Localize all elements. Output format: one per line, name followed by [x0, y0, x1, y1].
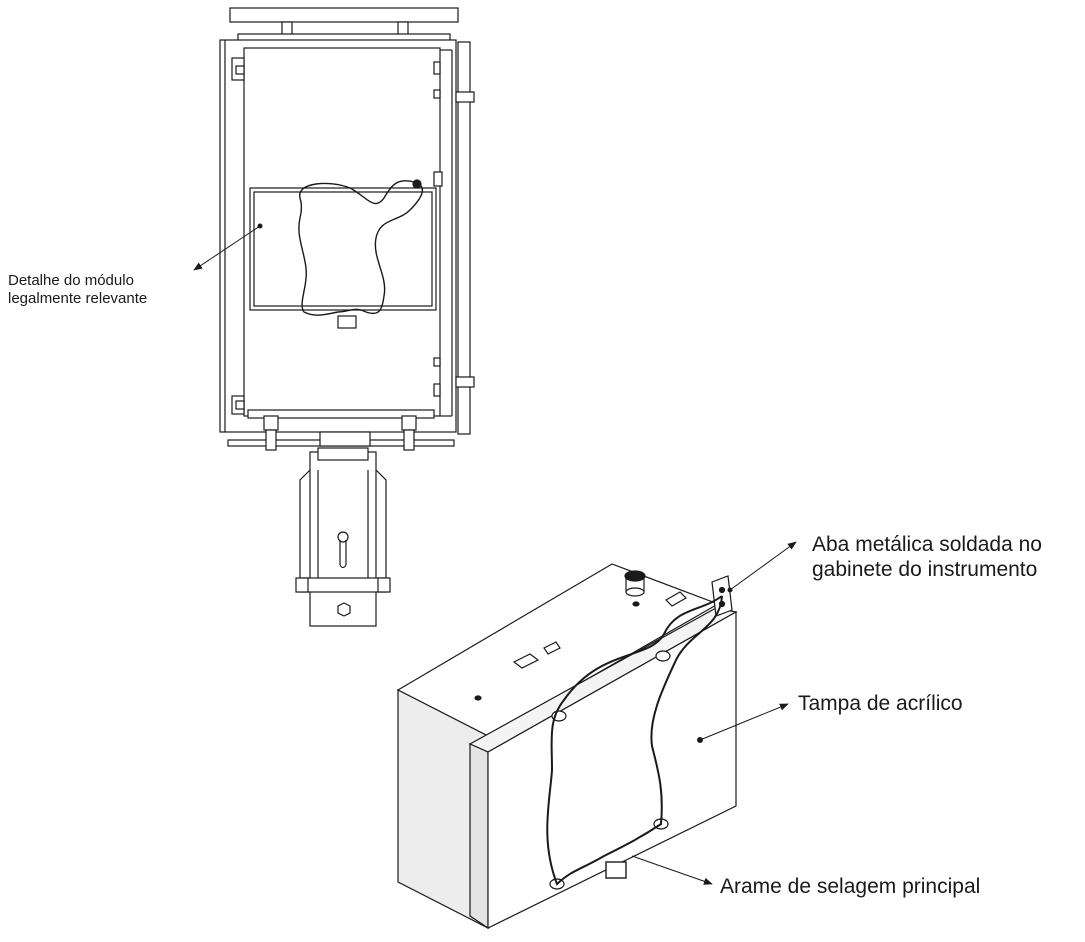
acrylic-cover-face — [487, 610, 737, 929]
callout-acrylic-cover-text: Tampa de acrílico — [798, 692, 963, 715]
seal-block — [605, 861, 627, 879]
cable-gland-icon — [624, 570, 646, 597]
module-seal-wire — [298, 180, 424, 316]
leader-cover — [699, 703, 789, 741]
callout-module-detail-line1: Detalhe do módulo — [8, 272, 134, 289]
main-seal-wire — [546, 595, 723, 886]
callout-metal-tab: Aba metálica soldada no gabinete do inst… — [812, 532, 1082, 582]
front-view-cabinet — [219, 7, 475, 627]
callout-module-detail-line2: legalmente relevante — [8, 290, 148, 307]
callout-leaders — [193, 223, 797, 885]
callout-acrylic-cover: Tampa de acrílico — [798, 691, 1058, 716]
isometric-cabinet — [396, 563, 738, 930]
callout-metal-tab-line2: gabinete do instrumento — [812, 558, 1038, 582]
callout-module-detail: Detalhe do módulo legalmente relevante — [8, 272, 228, 308]
top-bracket-plate — [229, 7, 459, 23]
leader-module — [193, 225, 261, 271]
leader-wire — [631, 855, 713, 885]
callout-seal-wire: Arame de selagem principal — [720, 874, 1050, 899]
callout-metal-tab-line1: Aba metálica soldada no — [812, 533, 1042, 556]
module-frame — [249, 187, 437, 311]
callout-seal-wire-text: Arame de selagem principal — [720, 875, 981, 898]
leader-tab — [729, 541, 797, 591]
